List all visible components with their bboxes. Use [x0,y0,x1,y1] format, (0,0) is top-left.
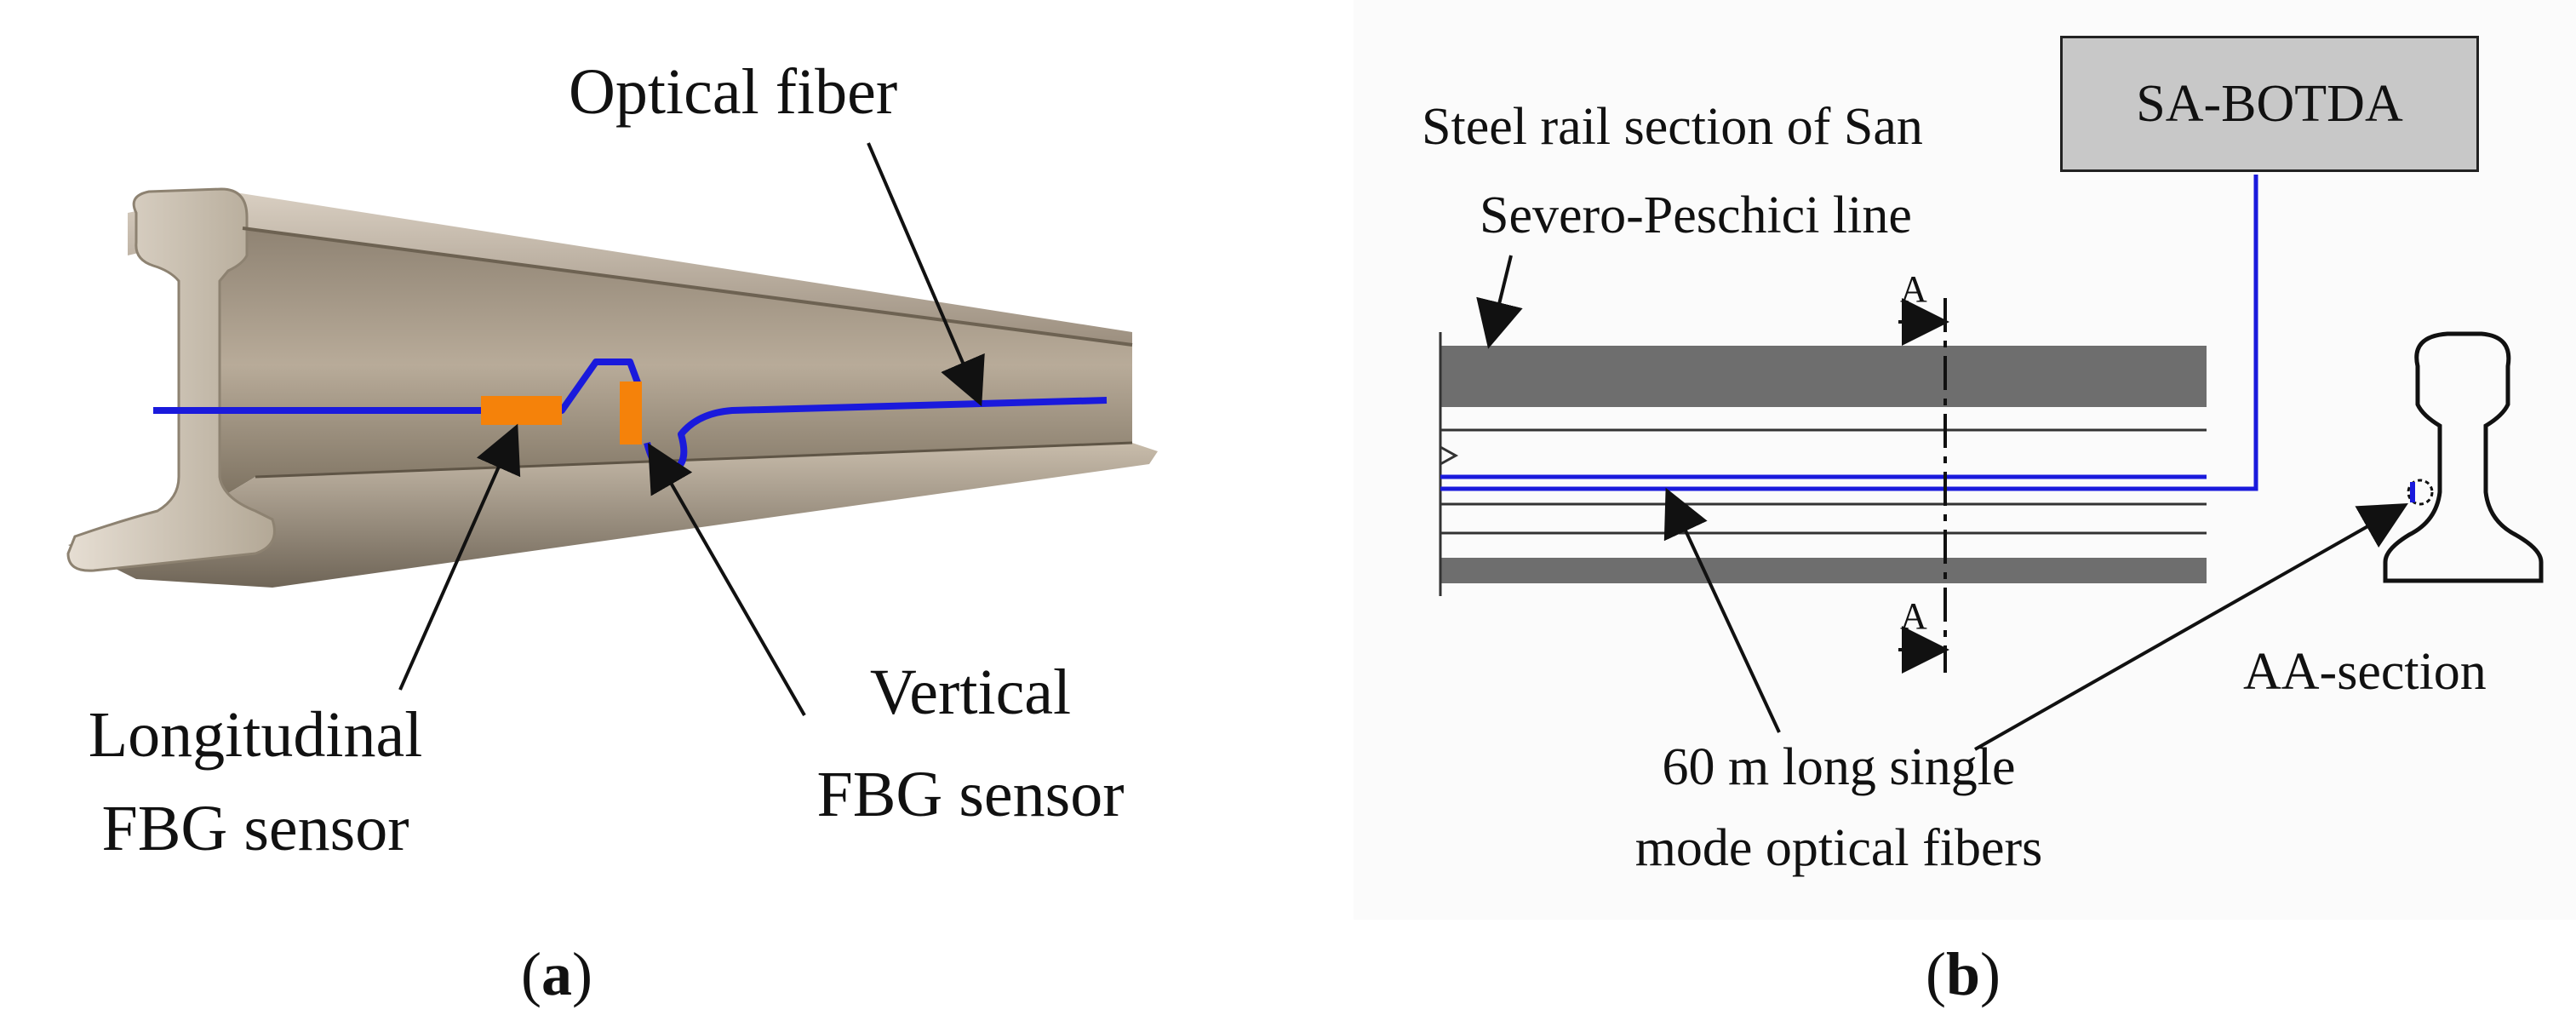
schematic-drawing [1439,175,2544,751]
rail-foot-edge [255,441,1133,479]
caption-b: (b) [1926,944,2001,1005]
sa-botda-label: SA-BOTDA [2136,75,2403,133]
aa-section-rail-profile [2383,331,2544,583]
optical-fiber-arrow [867,142,985,407]
vertical-fbg-sensor [620,381,642,445]
rail-end-profile [66,187,276,572]
label-optical-fiber: Optical fiber [569,56,898,128]
fibers-arrow-section [1974,503,2408,751]
label-longitudinal-line2: FBG sensor [101,793,409,864]
rail-bottom-band [1440,558,2207,583]
rail-foot [68,443,1158,588]
label-aa-section: AA-section [2243,643,2487,701]
rail-top-band [1440,346,2207,407]
rail-section-arrow [1476,255,1523,349]
label-fibers-line1: 60 m long single [1662,738,2016,796]
rail-web [213,228,1132,502]
label-fibers-line2: mode optical fibers [1634,819,2043,877]
section-marker-bottom: A [1900,595,1927,637]
caption-a-close: ) [571,940,592,1008]
label-longitudinal-line1: Longitudinal [88,699,423,771]
rail-3d-illustration [66,142,1158,716]
break-mark [1440,445,1459,466]
sa-botda-device-box: SA-BOTDA [2060,36,2479,172]
aa-section-fiber-location [2407,479,2434,506]
section-marker-top: A [1900,268,1927,310]
label-vertical-line2: FBG sensor [816,759,1125,830]
caption-b-letter: b [1945,940,1981,1008]
rail-head-top [128,192,1132,345]
longitudinal-sensor-arrow [398,423,521,691]
label-rail-section-line2: Severo-Peschici line [1480,186,1912,244]
rail-head-edge [242,227,1133,347]
fibers-arrow-plan [1663,487,1781,733]
caption-a-letter: a [541,940,572,1008]
caption-b-close: ) [1980,940,2001,1008]
label-rail-section-line1: Steel rail section of San [1422,98,1923,156]
panel-b-schematic: SA-BOTDA Steel rail section of San Sever… [1354,0,2576,920]
label-vertical-line1: Vertical [869,657,1072,728]
caption-a-open: ( [521,940,541,1008]
longitudinal-fbg-sensor [481,396,562,425]
optical-fiber-route [1440,175,2258,491]
panel-a-rail-photo: Optical fiber Longitudinal FBG sensor Ve… [0,0,1226,920]
caption-b-open: ( [1926,940,1946,1008]
vertical-sensor-arrow [648,443,806,716]
caption-a: (a) [521,944,592,1005]
